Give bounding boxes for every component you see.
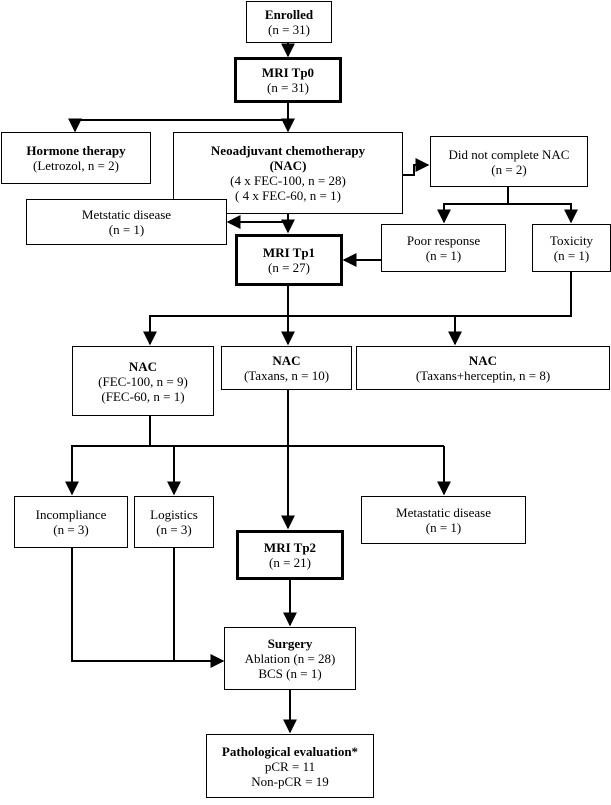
box-line: Ablation (n = 28) (244, 651, 336, 666)
box-line: Did not complete NAC (448, 146, 570, 162)
box-line: Poor response (406, 233, 481, 248)
box-line: (n = 2) (491, 161, 527, 177)
box-line: (Letrozol, n = 2) (32, 158, 120, 173)
box-line: Logistics (150, 507, 198, 522)
box-line: BCS (n = 1) (258, 666, 322, 681)
box-mri-tp2: MRI Tp2 (n = 21) (236, 530, 344, 580)
box-enrolled: Enrolled (n = 31) (246, 1, 332, 43)
box-line: Metstatic disease (81, 207, 172, 222)
box-title: MRI Tp0 (261, 65, 315, 80)
box-line: (n = 31) (267, 80, 309, 95)
box-title: NAC (128, 358, 158, 374)
box-title: Neoadjuvant chemotherapy (210, 143, 366, 158)
arrow-dnc-to-toxicity (508, 203, 578, 224)
box-poor-response: Poor response (n = 1) (381, 224, 506, 272)
box-metastatic-disease-2: Metastatic disease (n = 1) (361, 496, 526, 544)
box-line: (n = 1) (553, 248, 590, 263)
box-line: ( 4 x FEC-60, n = 1) (235, 188, 341, 203)
arrow-dnc-to-poor-response (437, 187, 509, 224)
box-line: (n = 1) (425, 520, 462, 535)
box-line: (n = 3) (53, 522, 89, 537)
box-nac-taxans-herceptin: NAC (Taxans+herceptin, n = 8) (356, 346, 610, 390)
box-nac-fec: NAC (FEC-100, n = 9) (FEC-60, n = 1) (72, 346, 214, 416)
box-title: NAC (272, 353, 301, 368)
box-line: (n = 31) (268, 22, 310, 37)
box-nac-taxans: NAC (Taxans, n = 10) (221, 346, 352, 390)
box-line: pCR = 11 (264, 758, 316, 774)
arrow-incompliance-to-surgery (71, 548, 225, 668)
box-line: Non-pCR = 19 (251, 773, 329, 789)
box-title-2: (NAC) (269, 158, 307, 173)
box-line: Incompliance (35, 507, 107, 522)
box-title: Pathological evaluation* (221, 743, 359, 759)
box-line: (n = 1) (108, 222, 145, 237)
box-mri-tp1: MRI Tp1 (n = 27) (235, 234, 343, 286)
arrow-nac-to-did-not-complete (402, 158, 430, 176)
box-line: (Taxans+herceptin, n = 8) (415, 368, 551, 383)
box-title: Hormone therapy (26, 143, 126, 158)
arrow-toxicity-to-nac-herceptin (448, 272, 572, 346)
box-title: MRI Tp1 (262, 245, 316, 260)
box-pathological-evaluation: Pathological evaluation* pCR = 11 Non-pC… (206, 734, 374, 798)
box-hormone-therapy: Hormone therapy (Letrozol, n = 2) (1, 132, 151, 184)
box-title: Surgery (267, 636, 313, 651)
box-line: (n = 3) (156, 522, 192, 537)
box-toxicity: Toxicity (n = 1) (532, 224, 611, 272)
box-line: Metastatic disease (396, 505, 491, 520)
box-line: (n = 27) (268, 260, 310, 275)
box-line: (FEC-60, n = 1) (101, 388, 185, 404)
box-surgery: Surgery Ablation (n = 28) BCS (n = 1) (224, 627, 356, 690)
box-line: (FEC-100, n = 9) (98, 373, 188, 389)
box-mri-tp0: MRI Tp0 (n = 31) (234, 57, 342, 103)
box-title: Enrolled (264, 7, 314, 22)
box-line: (Taxans, n = 10) (243, 368, 330, 383)
box-incompliance: Incompliance (n = 3) (14, 496, 128, 548)
box-line: Toxicity (549, 233, 594, 248)
arrow-tp1-split (143, 286, 289, 346)
arrow-tp0-split (68, 103, 289, 133)
box-line: (n = 21) (269, 555, 311, 570)
box-title: MRI Tp2 (263, 540, 317, 555)
box-line: (n = 1) (425, 248, 462, 263)
box-title: NAC (468, 353, 498, 368)
arrow-nac-fec-to-incompliance (65, 416, 151, 496)
box-line: (4 x FEC-100, n = 28) (230, 173, 346, 188)
box-did-not-complete-nac: Did not complete NAC (n = 2) (430, 136, 588, 187)
box-metastatic-disease-1: Metstatic disease (n = 1) (26, 199, 227, 245)
box-logistics: Logistics (n = 3) (134, 496, 214, 548)
